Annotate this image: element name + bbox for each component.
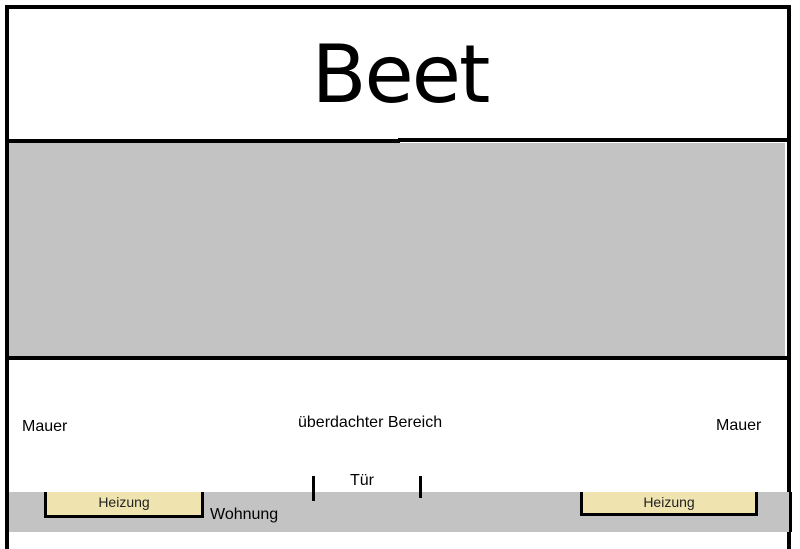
door-label: Tür bbox=[350, 472, 374, 489]
covered-area-label: überdachter Bereich bbox=[298, 414, 443, 431]
wall-left-label: Mauer bbox=[22, 418, 68, 435]
apartment-label: Wohnung bbox=[210, 506, 279, 523]
heater-right: Heizung bbox=[580, 492, 758, 516]
heater-left: Heizung bbox=[44, 492, 204, 518]
wall-right-label: Mauer bbox=[716, 417, 762, 434]
garden-bed-area bbox=[9, 9, 785, 141]
door-marker-left bbox=[312, 476, 315, 501]
heater-left-label: Heizung bbox=[98, 494, 150, 510]
heater-right-label: Heizung bbox=[643, 494, 695, 510]
garden-bed-label: Beet bbox=[311, 28, 491, 121]
plan-outline bbox=[5, 5, 791, 549]
covered-area bbox=[5, 356, 791, 496]
lawn-area bbox=[9, 143, 785, 356]
divider-line bbox=[398, 138, 789, 142]
divider-line bbox=[5, 139, 400, 143]
door-marker-right bbox=[419, 476, 422, 498]
